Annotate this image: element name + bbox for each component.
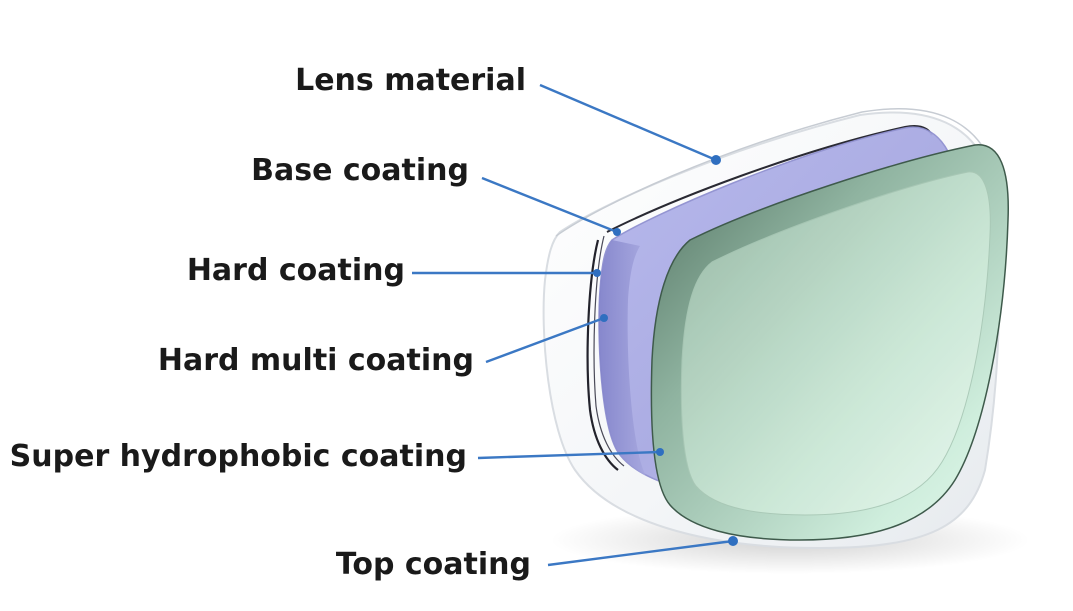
- label-super-hydrophobic-coating: Super hydrophobic coating: [10, 439, 467, 474]
- label-top-coating: Top coating: [336, 547, 531, 582]
- anchor-lens-material: [711, 155, 721, 165]
- label-lens-material: Lens material: [295, 63, 526, 98]
- leader-lens-material: [539, 83, 717, 162]
- callout-super-hydrophobic-coating: Super hydrophobic coating: [10, 439, 664, 474]
- callout-base-coating: Base coating: [251, 153, 621, 236]
- lens-illustration: [542, 108, 1030, 574]
- callout-top-coating: Top coating: [336, 536, 738, 582]
- leader-top-coating: [547, 539, 734, 567]
- anchor-hard-multi-coating: [600, 314, 608, 322]
- hard-multi-coating-edge: [599, 240, 646, 476]
- callout-lens-material: Lens material: [295, 63, 721, 165]
- anchor-top-coating: [728, 536, 738, 546]
- callout-hard-multi-coating: Hard multi coating: [158, 314, 608, 378]
- callout-hard-coating: Hard coating: [187, 253, 601, 288]
- anchor-hard-coating: [593, 269, 601, 277]
- leader-base-coating: [481, 176, 618, 234]
- label-hard-coating: Hard coating: [187, 253, 405, 288]
- anchor-base-coating: [613, 228, 621, 236]
- top-coating-layer: [680, 171, 991, 516]
- leader-super-hydrophobic-coating: [477, 450, 661, 460]
- leader-hard-multi-coating: [485, 316, 605, 364]
- lens-material-rim: [555, 108, 995, 237]
- anchor-super-hydrophobic-coating: [656, 448, 664, 456]
- base-coating-layer: [606, 125, 933, 233]
- label-hard-multi-coating: Hard multi coating: [158, 343, 474, 378]
- label-base-coating: Base coating: [251, 153, 469, 188]
